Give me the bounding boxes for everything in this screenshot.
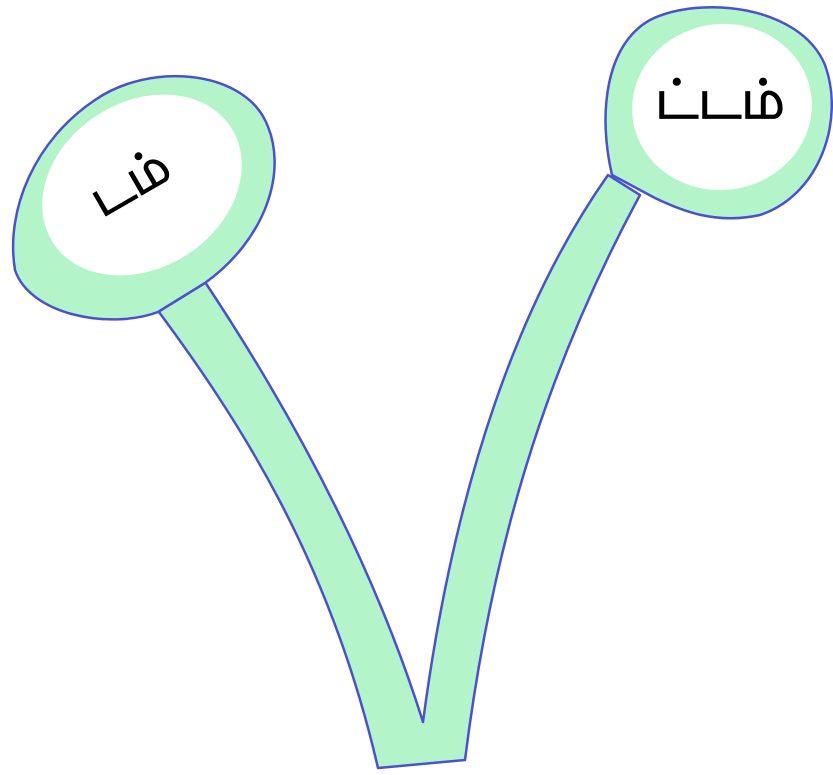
v-stem: [148, 173, 642, 770]
left-bulb-interior: [42, 94, 242, 276]
right-bulb-interior: [632, 23, 812, 191]
right-bulb-label: ட்டம்: [655, 68, 784, 131]
